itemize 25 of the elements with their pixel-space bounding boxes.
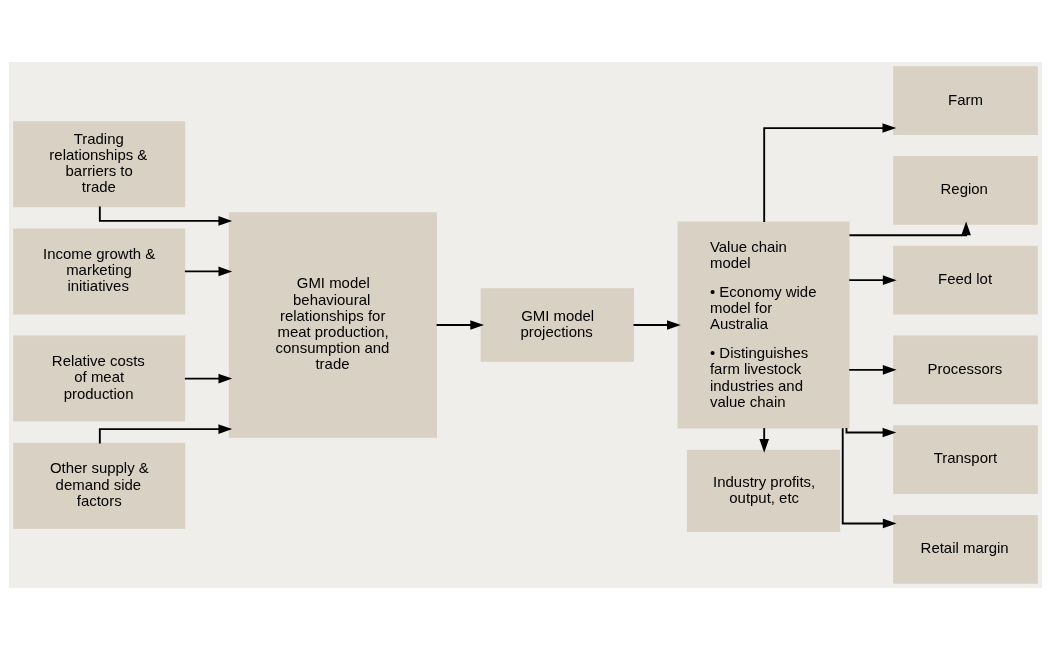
arrow [848,364,897,375]
arrow [435,319,485,330]
node-box: Relative costs of meat production [13,335,186,422]
node-box: Industry profits, output, etc [686,449,841,532]
arrow [183,266,233,276]
node-box: GMI model projections [480,287,634,362]
node-box: Other supply & demand side factors [13,442,186,529]
arrow [183,373,233,383]
arrow [848,221,971,236]
node-box: Value chain model • Economy wide model for Australia • Distinguishes farm livestock industries and value chain [677,221,850,428]
arrow [759,426,769,453]
node-box: Region [893,155,1038,225]
arrow [848,274,897,285]
node-box: Feed lot [893,245,1038,314]
node-box: Trading relationships & barriers to trade [13,120,186,207]
node-box: Transport [893,424,1038,494]
node-box: GMI model behavioural relationships for meat production, consumption and trade [228,211,437,438]
node-box: Processors [893,335,1038,404]
node-box: Income growth & marketing initiatives [13,227,186,314]
arrow [845,426,897,437]
arrow [841,426,897,528]
node-box: Farm [893,65,1038,135]
arrow [763,122,897,223]
node-box: Retail margin [893,514,1038,584]
arrow [632,319,681,330]
